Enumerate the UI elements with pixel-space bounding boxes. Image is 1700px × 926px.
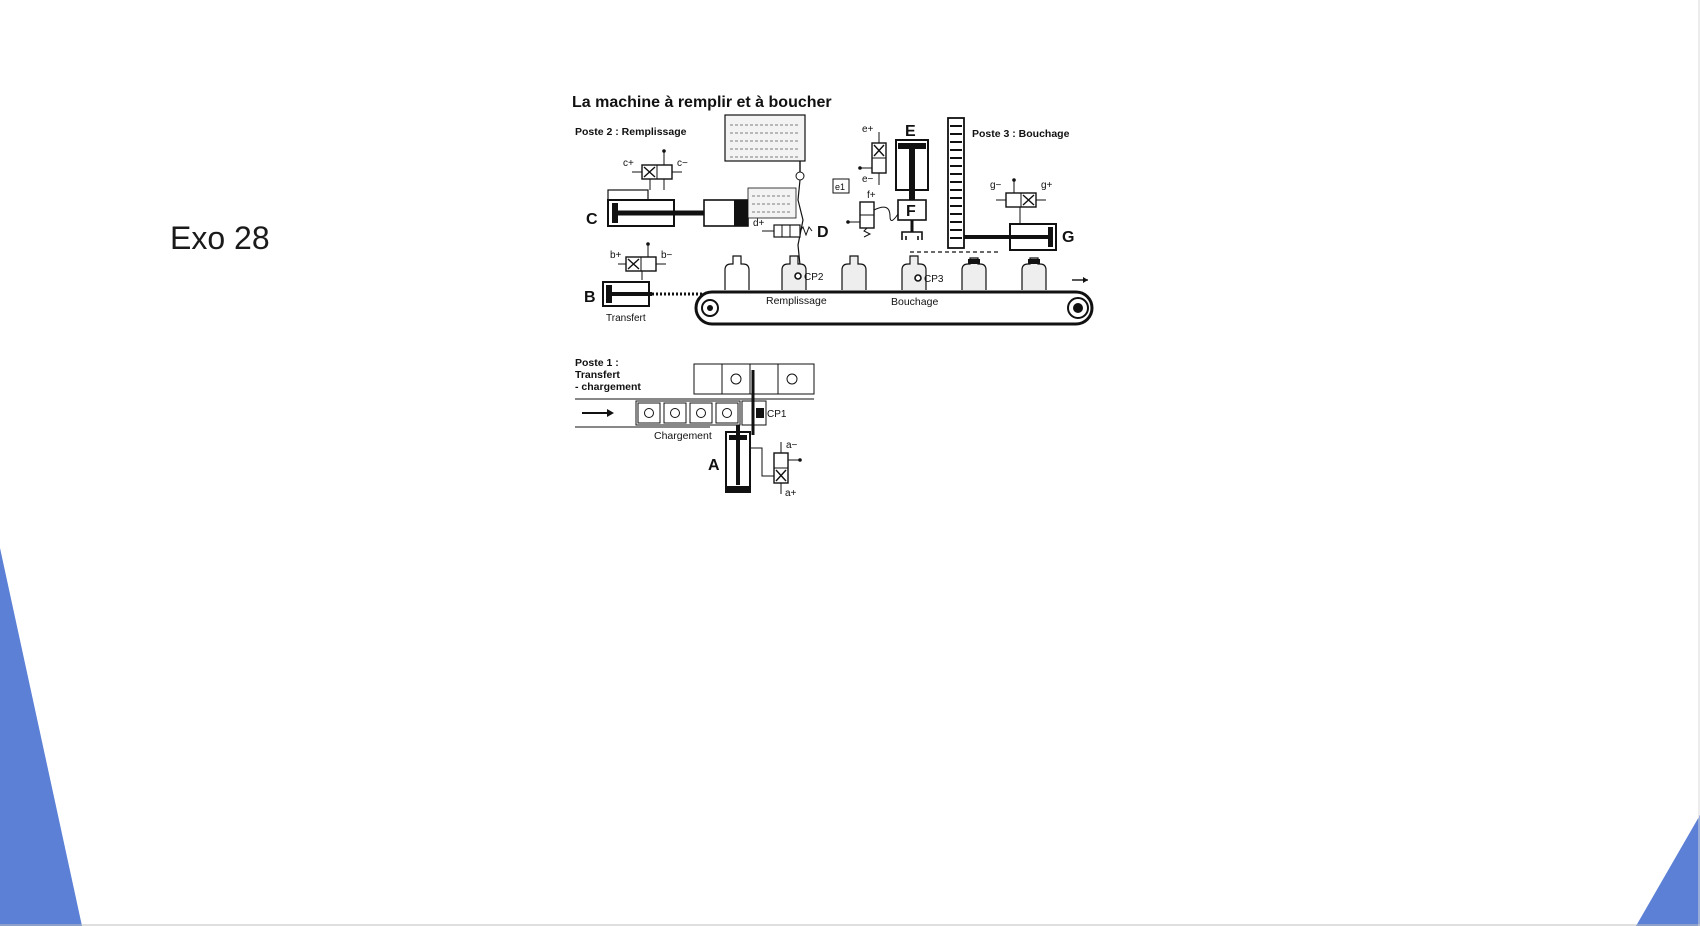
signal-a-minus: a− [786,440,798,451]
cylinder-a [725,425,751,493]
signal-b-minus: b− [661,250,673,261]
liquid-tank [724,114,806,266]
filling-machine-diagram: La machine à remplir et à boucher Poste … [572,94,1094,499]
gripper-f-letter: F [906,203,916,220]
sensor-cp2-dot [794,272,802,280]
cylinder-b [602,281,702,307]
cylinder-a-letter: A [708,457,720,474]
sensor-cp1-marker [756,408,764,418]
bottle [781,255,807,290]
poste1-line1: Poste 1 : [575,357,619,369]
poste1-line2: Transfert [575,369,620,381]
bouchage-label: Bouchage [891,296,938,308]
sensor-e1-label: e1 [835,182,845,192]
bottle [1021,257,1047,290]
slide-title: Exo 28 [170,220,270,256]
bottle [901,255,927,290]
valve-d-letter: D [817,224,829,241]
signal-g-plus: g+ [1041,180,1053,191]
cylinder-e [895,139,929,200]
diagram-title: La machine à remplir et à boucher [572,94,832,111]
valve-b [618,242,666,280]
valve-a [750,442,802,494]
valve-f [846,201,899,238]
signal-e-minus: e− [862,174,874,185]
transfert-label: Transfert [606,313,646,324]
cylinder-g [964,223,1057,251]
sensor-cp3-dot [914,274,922,282]
bottle [841,255,867,290]
cylinder-c [607,189,749,227]
conveyor-belt [694,277,1094,326]
signal-g-minus: g− [990,180,1002,191]
sensor-cp2-label: CP2 [804,272,824,283]
left-accent-shape [0,548,82,926]
signal-c-plus: c+ [623,158,634,169]
sensor-cp3-label: CP3 [924,274,944,285]
poste3-label: Poste 3 : Bouchage [972,128,1070,140]
cylinder-g-letter: G [1062,229,1074,246]
bottle [961,257,987,290]
signal-e-plus: e+ [862,124,874,135]
cylinder-b-letter: B [584,289,596,306]
valve-d [762,224,813,238]
sensor-e1-box [832,178,850,194]
right-accent-shape [1636,815,1700,926]
poste1-line3: - chargement [575,381,641,393]
signal-a-plus: a+ [785,488,797,499]
cylinder-c-letter: C [586,211,598,228]
cylinder-e-letter: E [905,123,916,140]
poste2-label: Poste 2 : Remplissage [575,126,687,138]
signal-d-plus: d+ [753,218,765,229]
chargement-label: Chargement [654,430,712,442]
sensor-cp1-label: CP1 [767,409,787,420]
signal-b-plus: b+ [610,250,622,261]
valve-e [858,132,887,185]
gripper-f [897,199,927,240]
valve-c [632,149,682,190]
remplissage-label: Remplissage [766,295,827,307]
signal-f-plus: f+ [867,190,876,201]
valve-g [996,178,1046,224]
bottle [724,255,750,290]
loading-track [575,363,815,435]
cap-magazine [910,117,1000,253]
signal-c-minus: c− [677,158,688,169]
